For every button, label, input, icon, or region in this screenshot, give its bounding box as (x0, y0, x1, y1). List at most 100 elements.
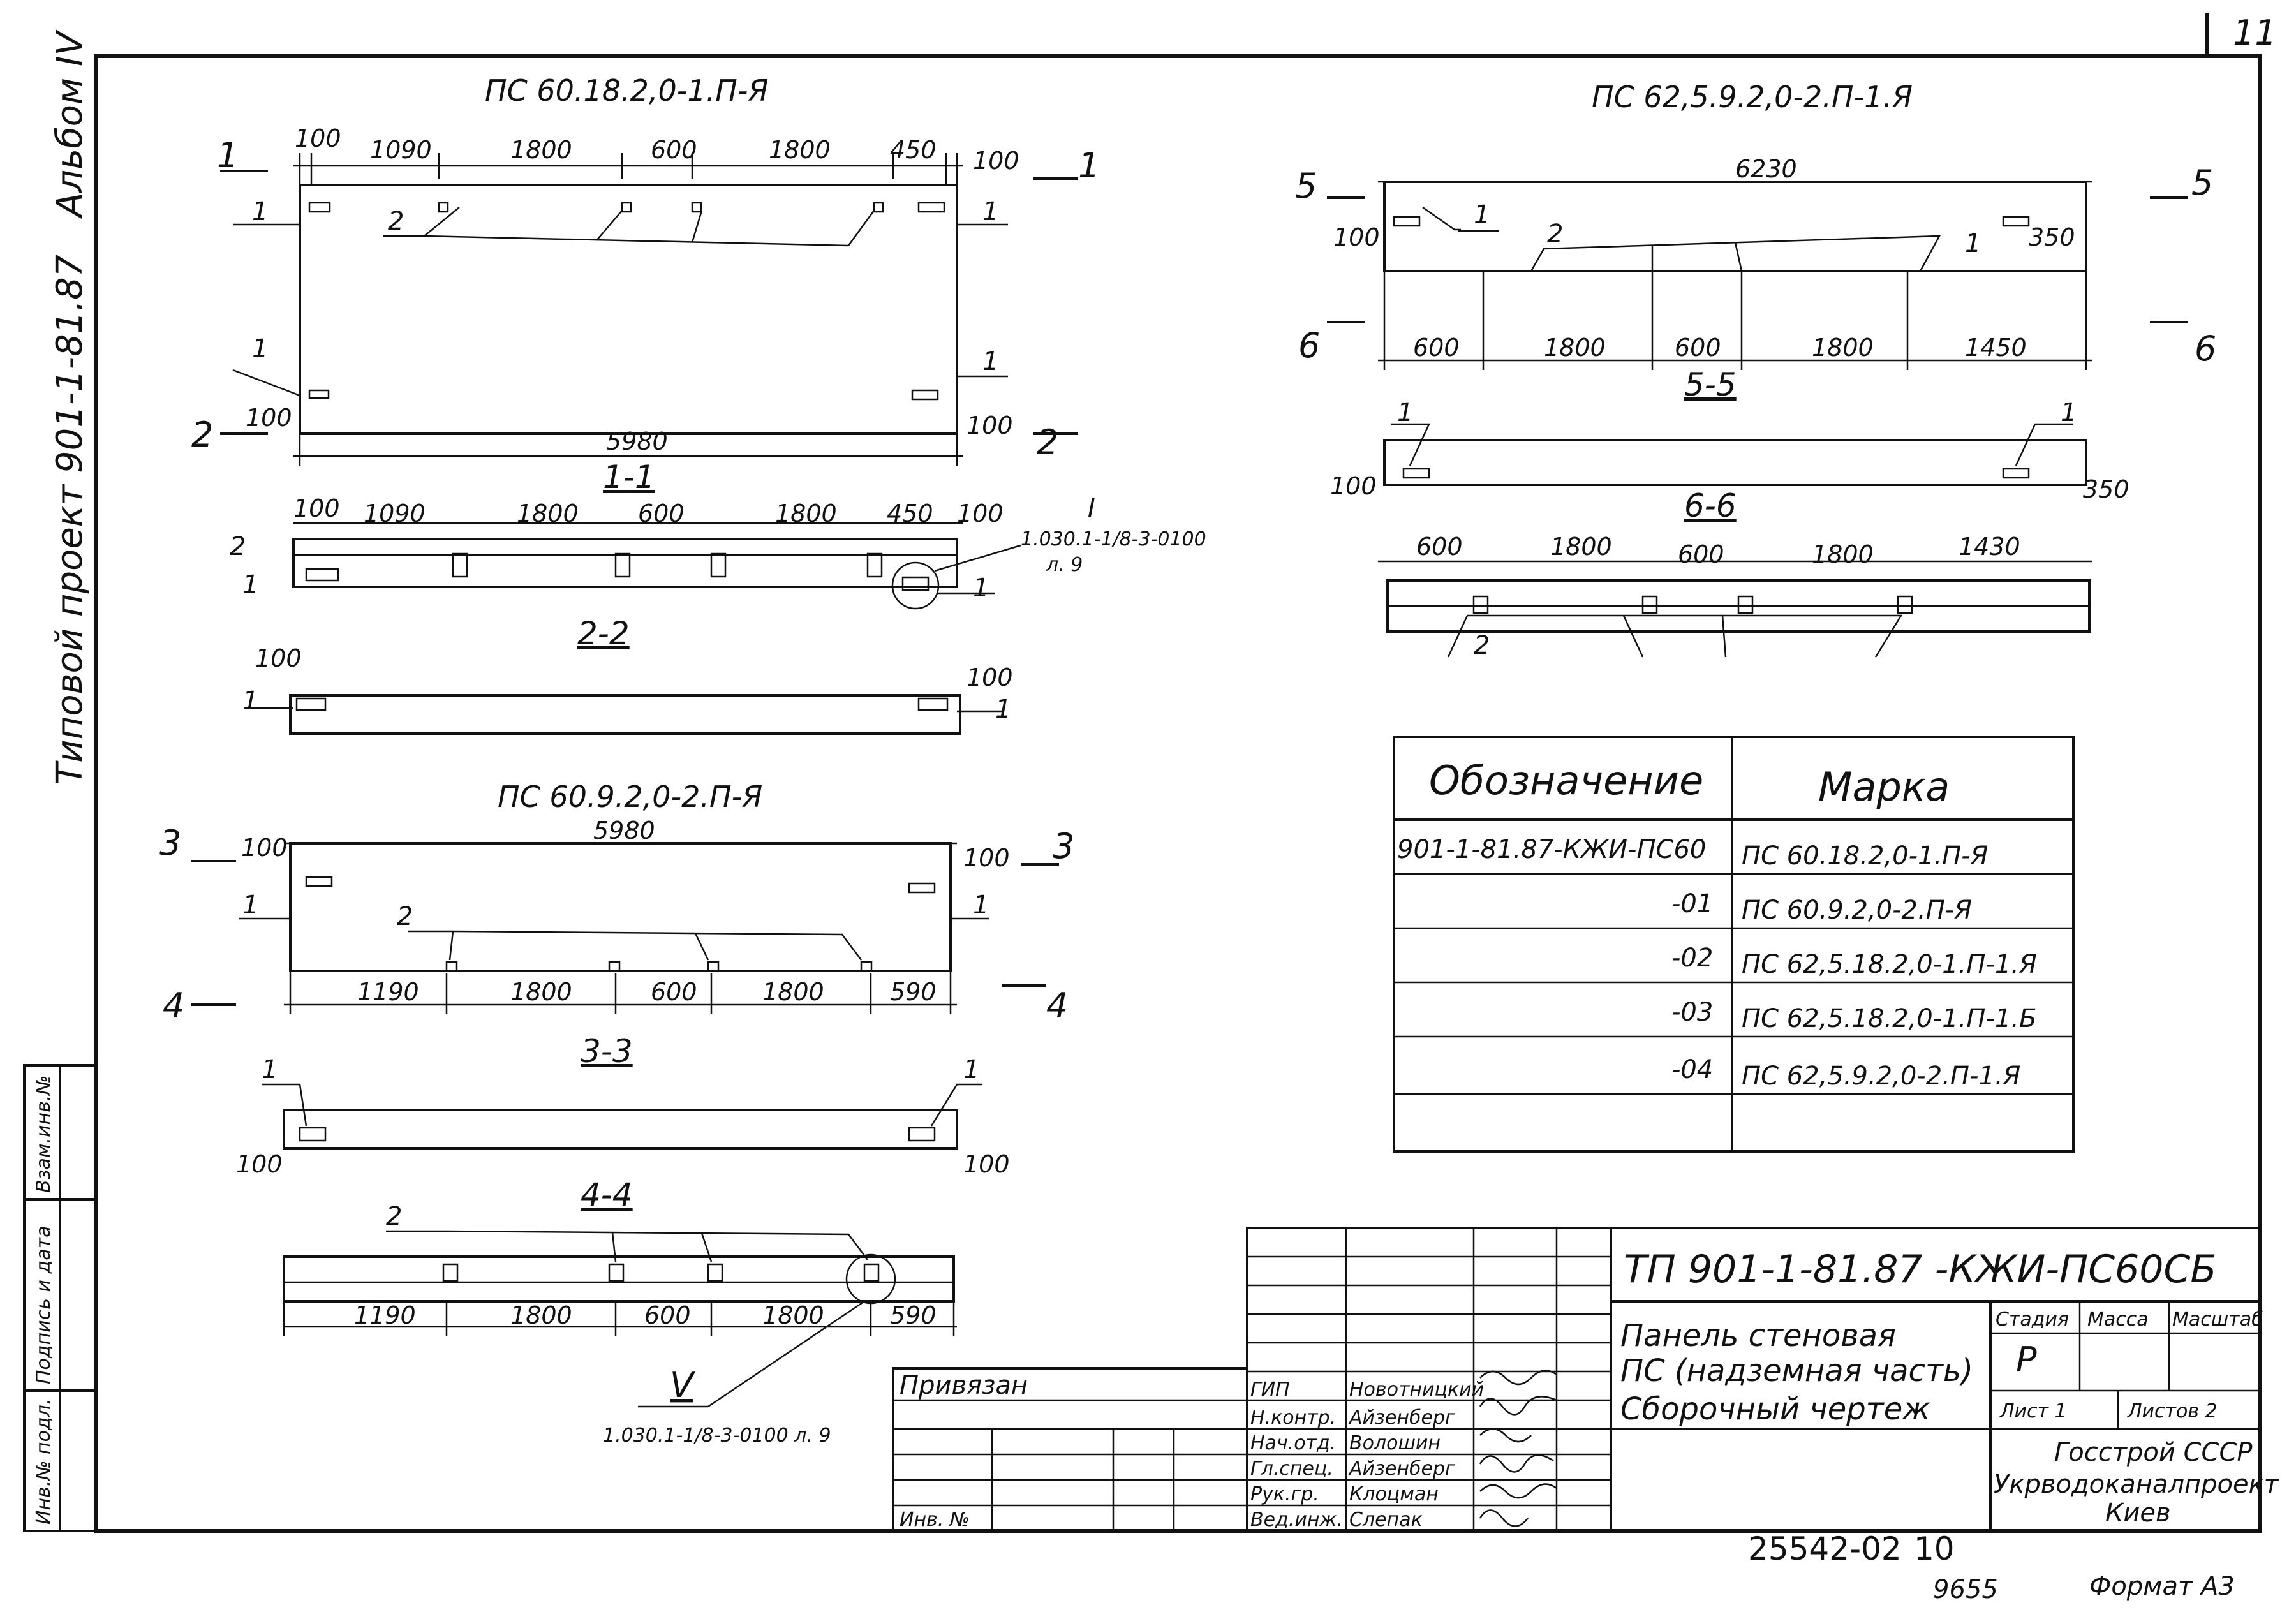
p2-side-left: 100 (241, 834, 288, 862)
s22-label-1b: 1 (995, 695, 1011, 724)
p3-mark-6-right: 6 (2195, 329, 2216, 369)
p3-dim-2: 600 (1675, 334, 1721, 362)
s33-dim-left: 100 (236, 1150, 283, 1178)
s11-label-1b: 1 (973, 573, 989, 603)
section-4-4-title: 4-4 (581, 1176, 633, 1213)
p3-callout-1b: 1 (1965, 229, 1981, 258)
s11-dim-1: 1090 (364, 499, 426, 528)
table-row-2-mark: ПС 62,5.18.2,0-1.П-1.Я (1742, 950, 2037, 979)
s11-dim-5: 450 (887, 499, 933, 528)
panel3-overall: 6230 (1735, 155, 1797, 183)
p2-callout-1b: 1 (973, 891, 989, 920)
p2-mark-4-right: 4 (1046, 986, 1068, 1026)
s33-label-1b: 1 (963, 1055, 979, 1084)
tb-name-5: Слепак (1349, 1509, 1423, 1531)
s66-dim-2: 600 (1678, 540, 1724, 568)
tb-role-2: Нач.отд. (1250, 1432, 1336, 1454)
table-row-4-mark: ПС 62,5.9.2,0-2.П-1.Я (1742, 1061, 2020, 1091)
p1-mark-2-left: 2 (191, 415, 213, 455)
s11-node-ref: I (1088, 494, 1095, 523)
designation-table: Обозначение Марка 901-1-81.87-КЖИ-ПС60 П… (1393, 736, 2075, 1153)
p1-overall: 5980 (606, 427, 668, 455)
p1-callout-1b: 1 (252, 334, 268, 364)
tb-sheet: Лист 1 (1999, 1400, 2067, 1423)
p1-side-right-bottom: 100 (967, 411, 1013, 440)
panel2-title: ПС 60.9.2,0-2.П-Я (498, 780, 762, 814)
s11-node-note-1: 1.030.1-1/8-3-0100 (1021, 528, 1206, 551)
s22-dim-left: 100 (255, 644, 302, 672)
format-note: Формат А3 (2089, 1572, 2235, 1601)
s11-label-1a: 1 (242, 570, 258, 600)
section-1-1-title: 1-1 (603, 459, 655, 496)
tb-org-1: Госстрой СССР (2054, 1438, 2253, 1467)
p2-dim-4: 590 (890, 978, 937, 1006)
corner-number: 11 (2233, 13, 2277, 53)
s22-label-1a: 1 (242, 686, 258, 716)
tb-name-0: Новотницкий (1349, 1379, 1484, 1401)
table-row-2-designation: -02 (1671, 943, 1713, 973)
table-row-0-designation: 901-1-81.87-КЖИ-ПС60 (1397, 835, 1706, 864)
table-row-4-designation: -04 (1671, 1055, 1713, 1084)
p3-mark-6-left: 6 (1298, 325, 1320, 366)
p1-dim-3: 600 (651, 136, 697, 164)
panel2-view: ПС 60.9.2,0-2.П-Я 5980 100 100 2 1 1 119… (159, 780, 1074, 1026)
project-text: Типовой проект 901-1-81.87 (49, 254, 91, 785)
table-row-1-mark: ПС 60.9.2,0-2.П-Я (1742, 896, 1972, 925)
p2-dim-2: 600 (651, 978, 697, 1006)
tb-inv-label: Инв. № (900, 1509, 970, 1531)
table-header-designation: Обозначение (1429, 757, 1703, 804)
s66-dim-4: 1430 (1959, 533, 2020, 561)
p1-dim-0: 100 (295, 124, 341, 152)
doc-number: 25542-02 (1748, 1530, 1902, 1567)
p1-dim-6: 100 (973, 147, 1019, 175)
stamp-cell-sign: Подпись и дата (33, 1226, 55, 1385)
stamp-cell-inv: Инв.№ подл. (33, 1399, 55, 1525)
tb-role-0: ГИП (1250, 1379, 1290, 1401)
table-row-0-mark: ПС 60.18.2,0-1.П-Я (1742, 841, 1988, 871)
panel2-outline (289, 842, 952, 972)
p3-dim-3: 1800 (1812, 334, 1874, 362)
s66-dim-0: 600 (1416, 533, 1463, 561)
tb-header-scale: Масштаб (2172, 1308, 2263, 1331)
s11-dim-6: 100 (957, 499, 1004, 528)
s55-dim-left: 100 (1330, 472, 1377, 500)
s11-dim-0: 100 (293, 494, 340, 522)
p2-mark-4-left: 4 (163, 986, 184, 1026)
panel1-outline (299, 184, 958, 435)
s44-dim-1: 1800 (510, 1301, 572, 1329)
tb-header-stage: Стадия (1996, 1308, 2069, 1331)
tb-name-line3: Сборочный чертеж (1620, 1391, 1930, 1427)
panel2-overall: 5980 (593, 817, 655, 845)
table-row-1-designation: -01 (1671, 889, 1713, 919)
p2-dim-1: 1800 (510, 978, 572, 1006)
p1-callout-2: 2 (388, 207, 404, 236)
section-4-4-outline (283, 1255, 955, 1303)
p3-mark-5-right: 5 (2191, 163, 2213, 203)
s66-dim-1: 1800 (1550, 533, 1612, 561)
tb-name-1: Айзенберг (1348, 1407, 1455, 1429)
s44-node-ref: V (670, 1365, 696, 1405)
s44-node-note: 1.030.1-1/8-3-0100 л. 9 (603, 1424, 831, 1447)
table-row-3-designation: -03 (1671, 998, 1713, 1027)
s55-label-1b: 1 (2061, 398, 2077, 427)
s66-dim-3: 1800 (1812, 540, 1874, 568)
p3-callout-2: 2 (1547, 219, 1563, 249)
tb-name-3: Айзенберг (1348, 1458, 1455, 1480)
stamp-cell-replace: Взам.инв.№ (33, 1075, 55, 1193)
s11-dim-4: 1800 (775, 499, 837, 528)
p1-dim-1: 1090 (370, 136, 432, 164)
s44-dim-4: 590 (890, 1301, 937, 1329)
s44-dim-0: 1190 (354, 1301, 416, 1329)
tb-role-4: Рук.гр. (1250, 1483, 1319, 1505)
panel1-title: ПС 60.18.2,0-1.П-Я (485, 73, 768, 108)
p2-mark-3-right: 3 (1053, 826, 1074, 866)
signatures (1479, 1370, 1557, 1527)
p3-dim-1: 1800 (1544, 334, 1606, 362)
panel3-title: ПС 62,5.9.2,0-2.П-1.Я (1592, 80, 1913, 114)
p2-side-right: 100 (963, 844, 1010, 872)
p2-dim-0: 1190 (357, 978, 419, 1006)
album-text: Альбом IV (49, 29, 91, 219)
left-margin: Типовой проект 901-1-81.87 Альбом IV Инв… (23, 29, 97, 1532)
tb-name-line2: ПС (надземная часть) (1620, 1353, 1973, 1389)
section-3-3-outline (283, 1109, 958, 1150)
